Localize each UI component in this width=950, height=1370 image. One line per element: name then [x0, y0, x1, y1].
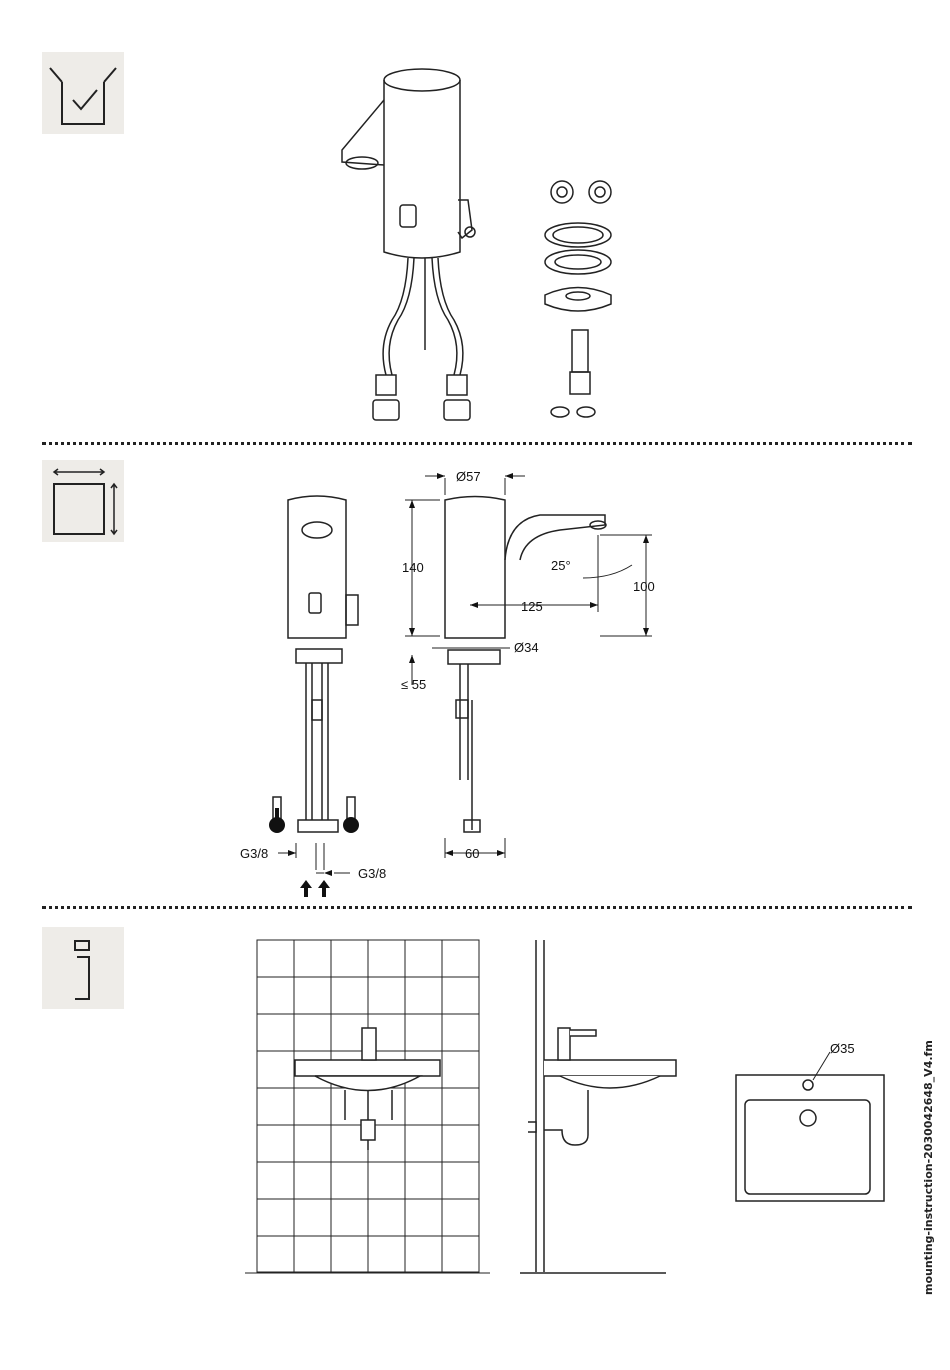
- dim-diameter-base: Ø34: [514, 640, 539, 655]
- dim-angle: 25°: [551, 558, 571, 573]
- basin-top-view-drawing: [736, 1052, 884, 1201]
- front-basin-drawing: [295, 1028, 440, 1150]
- dim-deck-thickness: ≤ 55: [401, 677, 426, 692]
- dim-width: 60: [465, 846, 479, 861]
- dimension-lines: [278, 476, 652, 873]
- dim-connection-right: G3/8: [358, 866, 386, 881]
- dim-connection-left: G3/8: [240, 846, 268, 861]
- dim-diameter-top: Ø57: [456, 469, 481, 484]
- faucet-assembly-drawing: [342, 69, 475, 420]
- cold-thermometer-icon: [343, 797, 359, 833]
- dim-spout-height: 100: [633, 579, 655, 594]
- document-filename: mounting-instruction-2030042648_V4.fm: [922, 915, 935, 1295]
- dim-reach: 125: [521, 599, 543, 614]
- dim-height: 140: [402, 560, 424, 575]
- section-basin-drawing: [520, 940, 676, 1273]
- mounting-parts-drawing: [545, 181, 611, 417]
- hot-thermometer-icon: [269, 797, 285, 833]
- front-view-drawing: [288, 496, 358, 832]
- dim-hole-diameter: Ø35: [830, 1041, 855, 1056]
- side-view-drawing: [445, 497, 606, 833]
